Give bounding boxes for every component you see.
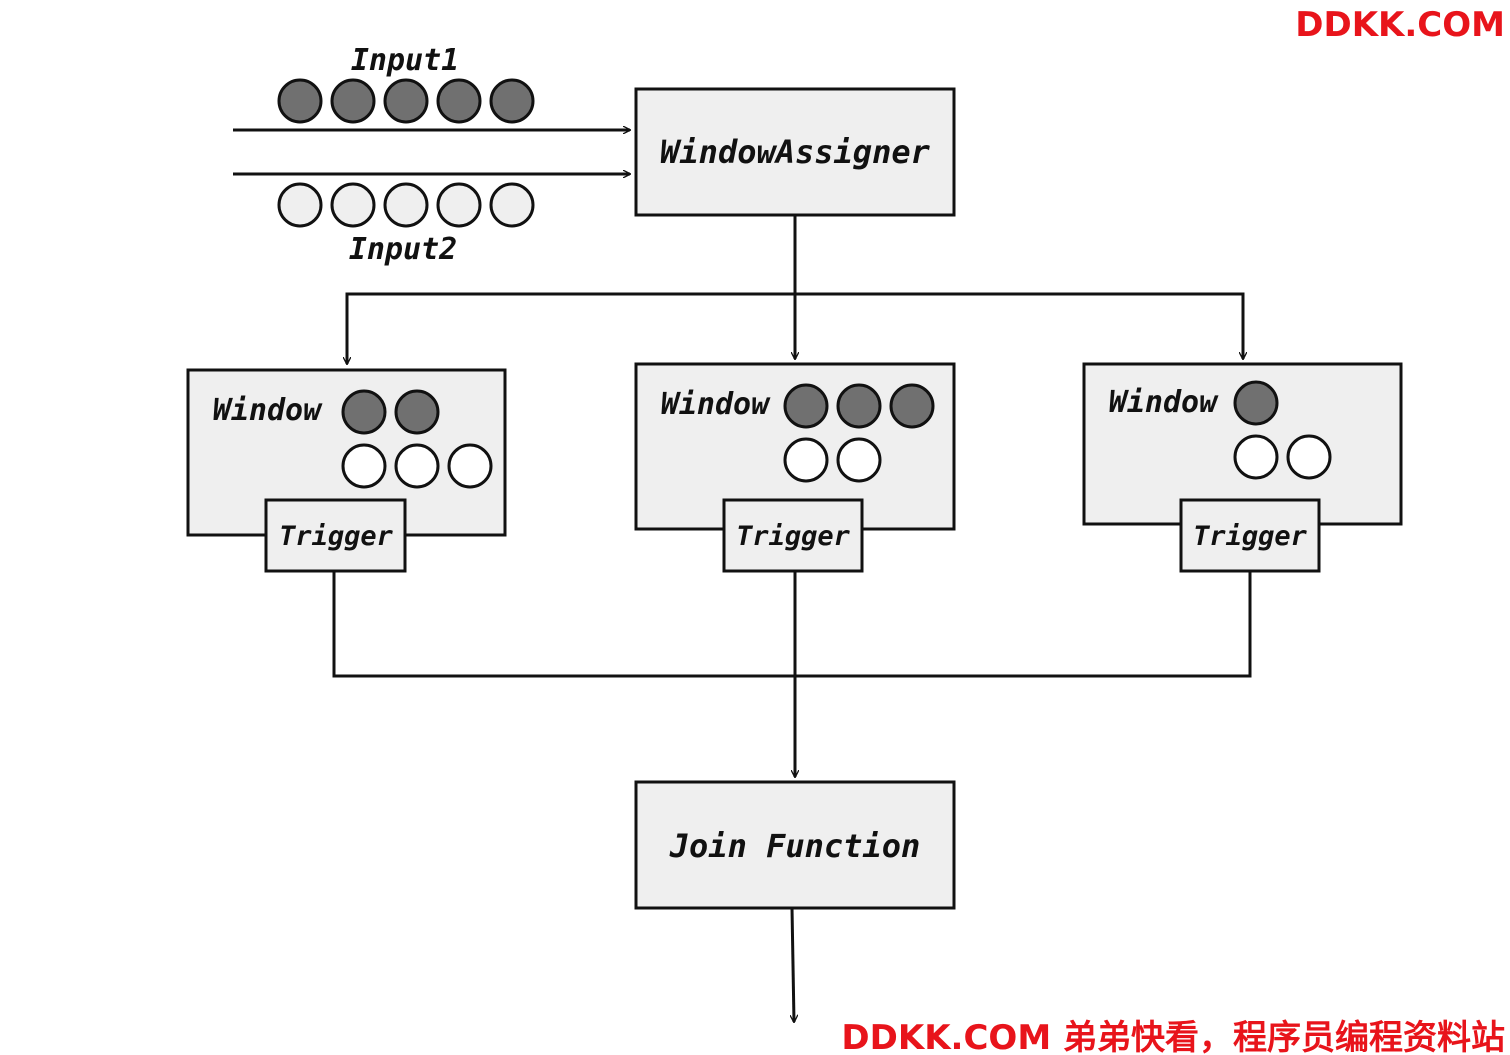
input1-element	[436, 78, 482, 124]
input1-label: Input1	[351, 43, 459, 78]
window-1-element-input2	[447, 443, 493, 489]
window-3-element-input2	[1233, 434, 1279, 480]
window-2: Window Trigger	[634, 362, 956, 573]
window-1: Window Trigger	[186, 368, 507, 573]
output-arrow	[792, 907, 794, 1022]
input2-element	[277, 182, 323, 228]
input2-label: Input2	[349, 232, 457, 267]
input2-element	[436, 182, 482, 228]
trigger-collector-line	[332, 571, 1252, 678]
window-1-element-input2	[341, 443, 387, 489]
assigner-to-window-3-arrow	[795, 292, 1243, 359]
window-3-element-input1	[1233, 380, 1279, 426]
input1-element	[383, 78, 429, 124]
window-2-element-input2	[836, 437, 882, 483]
join-function-box	[634, 780, 956, 910]
window-2-element-input2	[783, 437, 829, 483]
input2-element	[330, 182, 376, 228]
window-2-label: Window	[661, 387, 771, 422]
join-function-label: Join Function	[669, 827, 920, 865]
input2-elements	[277, 182, 535, 228]
input1-element	[330, 78, 376, 124]
window-1-element-input2	[394, 443, 440, 489]
window-3-elements	[1233, 380, 1332, 480]
window-assigner-box	[634, 87, 956, 217]
assigner-to-window-1-arrow	[347, 292, 795, 364]
window-2-element-input1	[836, 383, 882, 429]
input2-element	[383, 182, 429, 228]
window-2-trigger-label: Trigger	[736, 521, 851, 552]
watermark-top: DDKK.COM	[1295, 5, 1505, 45]
window-3-element-input2	[1286, 434, 1332, 480]
window-1-trigger-label: Trigger	[279, 521, 394, 552]
window-3-trigger-label: Trigger	[1193, 521, 1308, 552]
window-1-element-input1	[394, 389, 440, 435]
window-2-elements	[783, 383, 935, 483]
window-3-label: Window	[1109, 385, 1219, 420]
window-3-trigger-box	[1179, 498, 1321, 573]
window-1-label: Window	[213, 393, 323, 428]
input2-element	[489, 182, 535, 228]
input1-element	[489, 78, 535, 124]
window-2-element-input1	[783, 383, 829, 429]
window-1-elements	[341, 389, 493, 489]
window-2-trigger-box	[722, 498, 864, 573]
input1-elements	[277, 78, 535, 124]
watermark-bottom: DDKK.COM 弟弟快看，程序员编程资料站	[841, 1018, 1505, 1055]
window-assigner-label: WindowAssigner	[660, 133, 930, 171]
input1-element	[277, 78, 323, 124]
window-3: Window Trigger	[1082, 362, 1403, 573]
window-1-element-input1	[341, 389, 387, 435]
window-2-element-input1	[889, 383, 935, 429]
window-1-trigger-box	[264, 498, 407, 573]
